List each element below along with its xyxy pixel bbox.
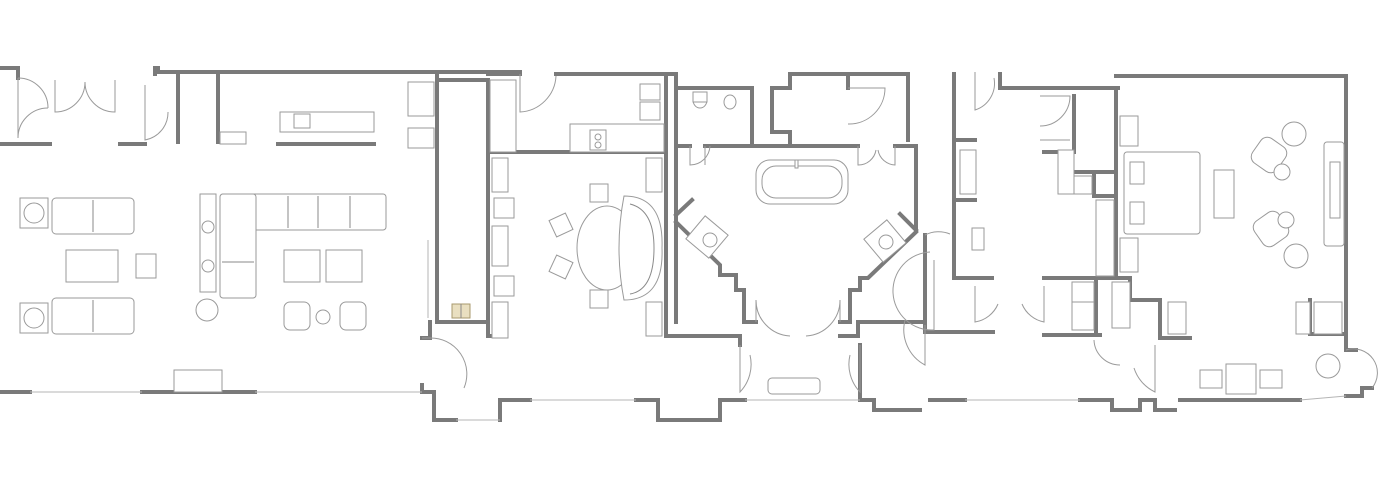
doors xyxy=(17,72,1378,394)
corridor-furniture xyxy=(451,303,471,319)
bathroom-fixtures xyxy=(685,91,907,395)
walls xyxy=(0,66,1374,422)
windows xyxy=(30,240,1347,421)
living-room-furniture xyxy=(19,81,435,393)
kitchen-furniture xyxy=(489,79,665,153)
dressing-room-furniture xyxy=(959,149,1131,331)
dining-furniture xyxy=(491,157,663,339)
bedroom-furniture xyxy=(1119,115,1345,395)
